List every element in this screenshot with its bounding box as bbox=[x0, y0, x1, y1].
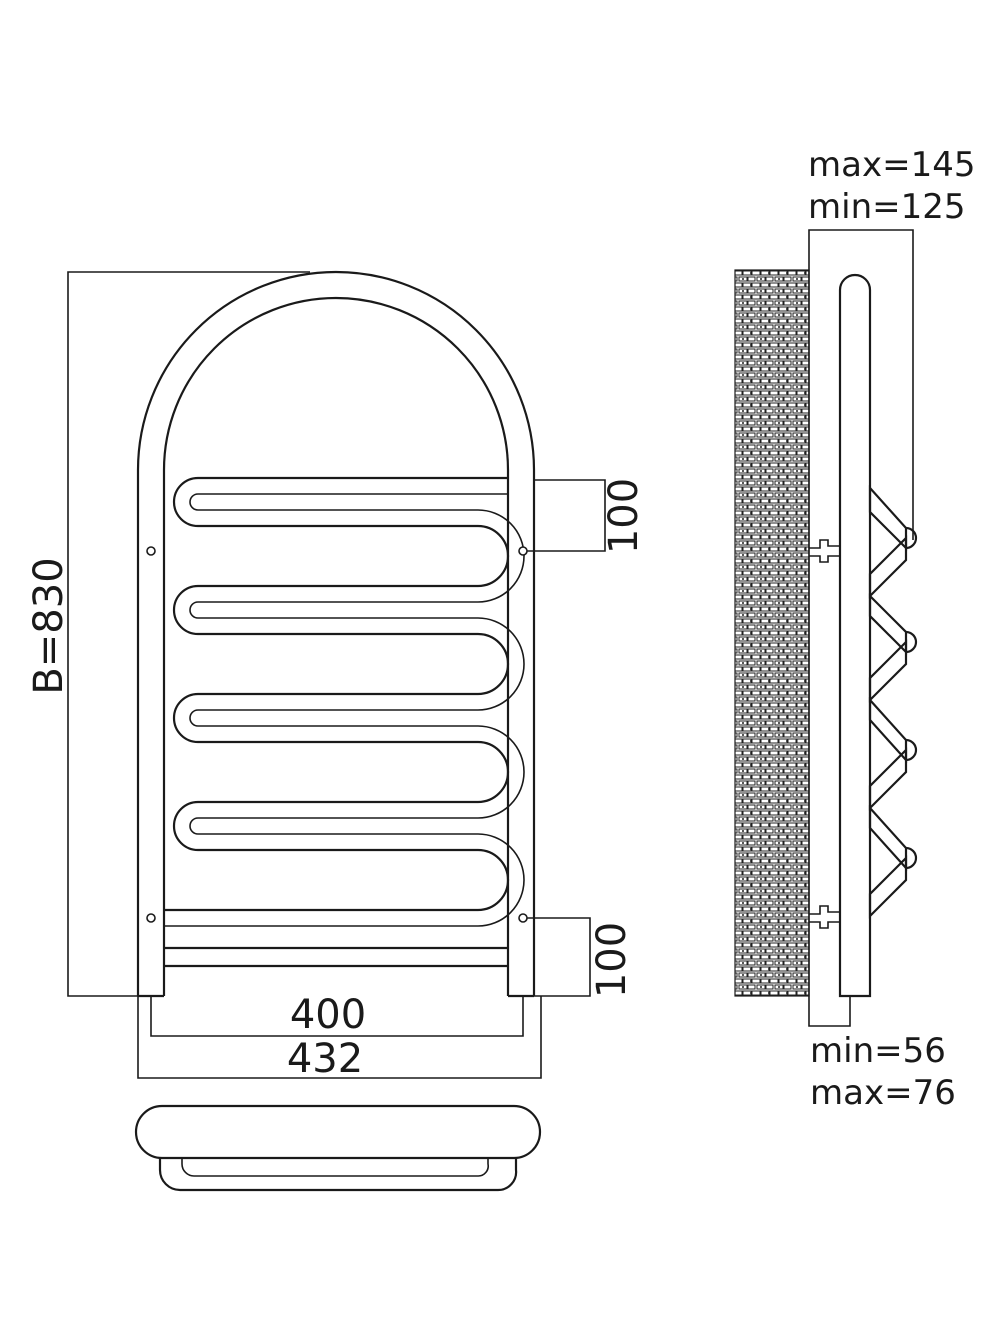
lower-wall-bracket bbox=[809, 905, 840, 929]
upper-wall-bracket bbox=[809, 539, 840, 563]
bottom-spacing-label: 100 bbox=[589, 922, 635, 998]
bottom-offset-max-label: max=76 bbox=[810, 1073, 956, 1113]
outer-width-label: 432 bbox=[287, 1036, 363, 1082]
top-view-outer-pipe bbox=[134, 1104, 542, 1160]
inner-width-dimension bbox=[150, 996, 524, 1037]
bottom-offset-dimension bbox=[808, 996, 851, 1027]
top-offset-min-label: min=125 bbox=[808, 187, 966, 227]
height-dimension-line bbox=[67, 271, 310, 997]
bottom-offset-min-label: min=56 bbox=[810, 1031, 946, 1071]
inner-width-label: 400 bbox=[290, 992, 366, 1038]
top-spacing-label: 100 bbox=[601, 478, 647, 554]
top-offset-max-label: max=145 bbox=[808, 145, 975, 185]
bottom-spacing-dimension bbox=[527, 917, 591, 997]
side-coil-rungs bbox=[868, 485, 918, 919]
outer-width-dimension bbox=[137, 996, 542, 1079]
inner-frame-pipe bbox=[162, 296, 510, 996]
top-offset-dimension bbox=[808, 229, 914, 540]
wall-hatch bbox=[734, 269, 810, 997]
top-view-coil bbox=[158, 1158, 518, 1192]
height-label: B=830 bbox=[26, 557, 72, 694]
top-view bbox=[134, 1104, 542, 1192]
front-view: B=830 100 100 400 432 bbox=[26, 270, 647, 1082]
mount-point-bottom-right bbox=[518, 913, 528, 923]
mount-point-bottom-left bbox=[146, 913, 156, 923]
serpentine-coil bbox=[164, 476, 510, 912]
mount-point-top-right bbox=[518, 546, 528, 556]
top-spacing-dimension bbox=[527, 479, 606, 552]
mount-point-top-left bbox=[146, 546, 156, 556]
side-view: max=145 min=125 min=56 max=76 bbox=[734, 145, 975, 1113]
outer-frame-pipe bbox=[136, 270, 536, 996]
side-vertical-pipe bbox=[838, 273, 872, 998]
